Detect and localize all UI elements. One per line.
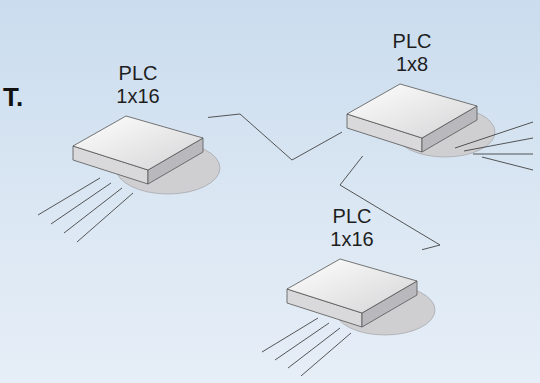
fiber-line <box>482 157 533 170</box>
splitter-label: PLC 1x16 <box>108 62 168 108</box>
fiber-line <box>464 138 533 151</box>
plc-box-icon <box>68 108 208 188</box>
plc-box-icon <box>342 76 482 156</box>
fiber-line <box>301 333 351 376</box>
plc-box-icon <box>282 251 422 331</box>
fiber-lines <box>38 122 533 376</box>
splitter-label: PLC 1x16 <box>322 205 382 251</box>
fiber-line <box>473 154 533 155</box>
fiber-connector <box>208 114 342 160</box>
fiber-line <box>275 323 329 360</box>
splitter-label: PLC 1x8 <box>382 30 442 76</box>
plc-splitter: PLC 1x16 <box>68 62 208 188</box>
plc-splitter: PLC 1x8 <box>342 30 482 156</box>
plc-splitter: PLC 1x16 <box>282 205 422 331</box>
heading-fragment: T. <box>3 82 23 113</box>
fiber-line <box>262 318 318 352</box>
fiber-line <box>77 193 133 242</box>
fiber-line <box>288 328 340 368</box>
